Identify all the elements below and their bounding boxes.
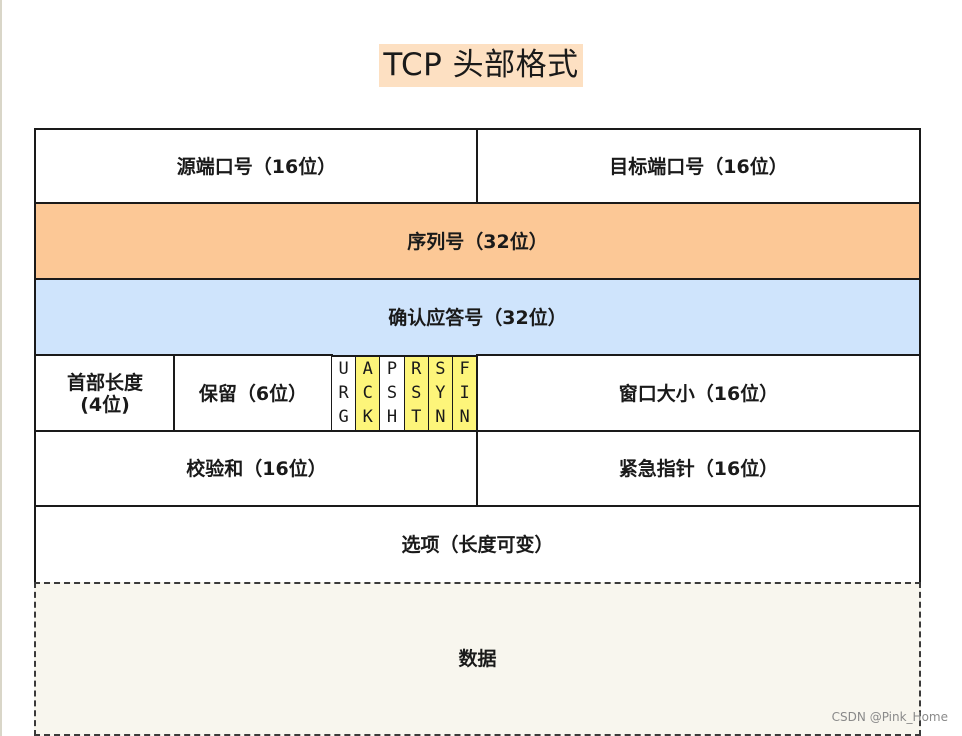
flag-letter: I <box>459 382 470 403</box>
flag-letter: N <box>459 406 470 427</box>
destination-port-label: 目标端口号（16位） <box>609 155 788 178</box>
source-port-field: 源端口号（16位） <box>34 128 479 205</box>
checksum-field: 校验和（16位） <box>34 430 479 508</box>
ack-number-label: 确认应答号（32位） <box>388 306 567 329</box>
watermark: CSDN @Pink_Home <box>831 710 948 724</box>
flag-letter: K <box>362 406 373 427</box>
flag-letter: G <box>338 406 349 427</box>
options-field: 选项（长度可变） <box>34 505 921 584</box>
data-label: 数据 <box>458 648 497 670</box>
checksum-label: 校验和（16位） <box>186 458 327 480</box>
flag-letter: R <box>338 382 349 403</box>
flag-letter: T <box>411 406 422 427</box>
source-port-label: 源端口号（16位） <box>176 155 337 178</box>
flag-letter: R <box>411 359 422 380</box>
urgent-pointer-label: 紧急指针（16位） <box>618 458 779 480</box>
sequence-number-field: 序列号（32位） <box>34 202 921 281</box>
flag-letter: N <box>435 406 446 427</box>
flag-letter: F <box>459 359 470 380</box>
flag-letter: A <box>362 359 373 380</box>
flag-letter: U <box>338 359 349 380</box>
sequence-number-label: 序列号（32位） <box>407 230 548 253</box>
header-length-label-line1: 首部长度 <box>66 371 143 394</box>
diagram-title: TCP 头部格式 <box>379 44 583 87</box>
flag-letter: H <box>386 406 398 427</box>
flag-letter: S <box>435 359 446 380</box>
window-size-field: 窗口大小（16位） <box>476 354 921 433</box>
header-length-field: 首部长度 (4位) <box>34 354 176 433</box>
reserved-label: 保留（6位） <box>198 382 308 405</box>
destination-port-field: 目标端口号（16位） <box>476 128 921 205</box>
reserved-field: 保留（6位） <box>173 354 333 433</box>
flag-letter: S <box>386 382 398 403</box>
header-length-label-line2: (4位) <box>80 393 130 416</box>
options-label: 选项（长度可变） <box>401 533 554 556</box>
window-size-label: 窗口大小（16位） <box>618 382 779 405</box>
flag-letter: Y <box>435 382 446 403</box>
ack-number-field: 确认应答号（32位） <box>34 278 921 357</box>
flag-letter: S <box>411 382 422 403</box>
left-border-rule <box>0 0 2 736</box>
urgent-pointer-field: 紧急指针（16位） <box>476 430 921 508</box>
title-wrapper: TCP 头部格式 <box>0 44 962 87</box>
flag-letter: P <box>386 359 398 380</box>
data-field: 数据 <box>34 582 921 736</box>
flag-letter: C <box>362 382 373 403</box>
